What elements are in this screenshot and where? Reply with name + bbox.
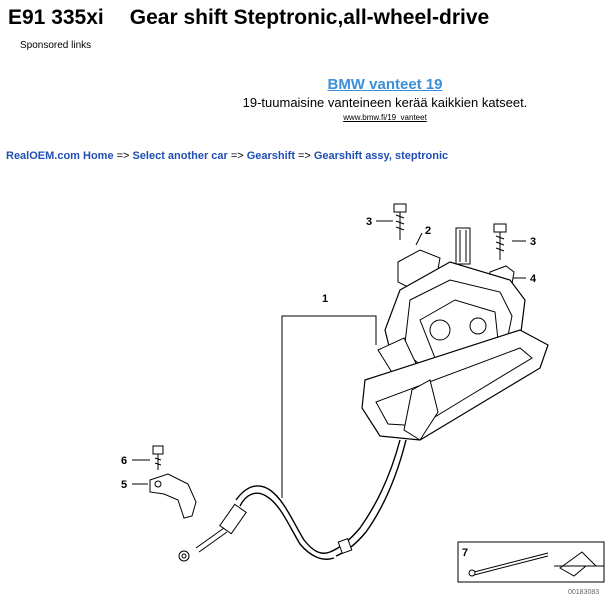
breadcrumb-select-car[interactable]: Select another car bbox=[132, 150, 228, 162]
diagram-heading: Gear shift Steptronic,all-wheel-drive bbox=[129, 6, 490, 29]
car-model: E91 335xi bbox=[8, 6, 104, 29]
callout-label: 4 bbox=[530, 273, 537, 285]
callout-label: 2 bbox=[425, 225, 431, 237]
breadcrumb-gearshift[interactable]: Gearshift bbox=[246, 150, 295, 162]
ad-title-link[interactable]: BMW vanteet 19 bbox=[327, 76, 443, 93]
breadcrumb-current[interactable]: Gearshift assy, steptronic bbox=[313, 150, 449, 162]
diagram-image-id: 00183083 bbox=[568, 589, 599, 596]
breadcrumb-separator: => bbox=[230, 150, 244, 162]
callout-label: 7 bbox=[462, 547, 468, 559]
callout-label: 6 bbox=[121, 455, 127, 467]
callout-label: 1 bbox=[322, 293, 328, 305]
callout-label: 3 bbox=[366, 216, 372, 228]
page-title: E91 335xi Gear shift Steptronic,all-wheel… bbox=[8, 6, 489, 30]
ad-description: 19-tuumaisine vanteineen kerää kaikkien … bbox=[242, 95, 528, 110]
callout-label: 5 bbox=[121, 479, 127, 491]
ad-url-link[interactable]: www.bmw.fi/19_vanteet bbox=[343, 113, 427, 122]
breadcrumb-separator: => bbox=[297, 150, 311, 162]
breadcrumb-home[interactable]: RealOEM.com Home bbox=[6, 150, 114, 162]
breadcrumb-separator: => bbox=[116, 150, 130, 162]
callout-label: 3 bbox=[530, 236, 536, 248]
ad-block: BMW vanteet 19 19-tuumaisine vanteineen … bbox=[220, 76, 550, 122]
sponsored-links-label: Sponsored links bbox=[20, 40, 92, 51]
breadcrumb: RealOEM.com Home=>Select another car=>Ge… bbox=[6, 150, 448, 162]
